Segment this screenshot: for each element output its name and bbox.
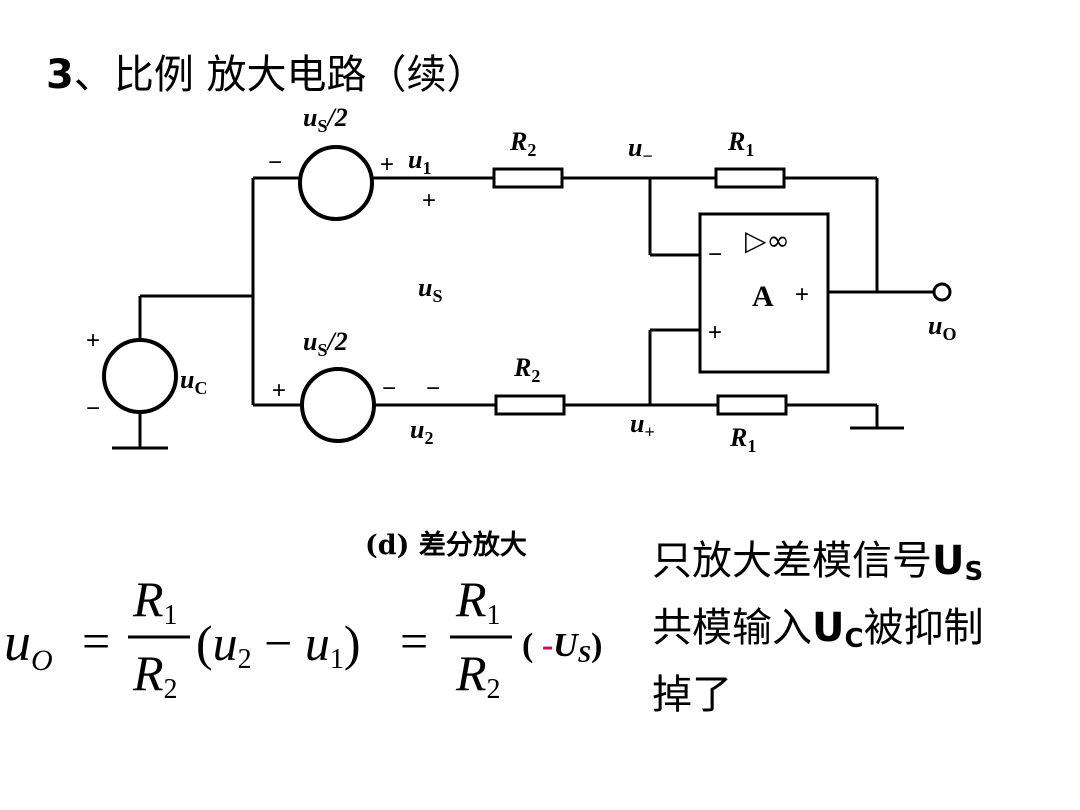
formula-frac2-num: R1 <box>455 571 501 631</box>
formula-frac1-den: R2 <box>132 645 178 705</box>
page-title: 3、比例 放大电路（续） <box>46 42 487 100</box>
formula-lhs: uO <box>4 612 53 677</box>
sign-opamp-minus: − <box>708 241 722 268</box>
sign-bottom-left-plus: + <box>272 377 286 404</box>
resistor-r2-top <box>492 167 564 189</box>
uplus-label: u+ <box>630 409 655 442</box>
formula-eq1: = <box>82 613 110 669</box>
source-bottom-label: uS/2 <box>303 327 348 360</box>
opamp-gain: ▷∞ <box>745 224 790 257</box>
source-top-label: uS/2 <box>303 103 348 136</box>
figure-caption: (d) 差分放大 <box>365 530 527 561</box>
sign-vc-minus: − <box>86 395 100 422</box>
resistor-r2-bottom <box>494 394 566 416</box>
note-line2: 共模输入UC被抑制 <box>652 605 984 654</box>
output-terminal <box>932 282 952 302</box>
sign-vc-plus: + <box>86 327 100 354</box>
sign-bottom-right-minus1: − <box>382 375 396 402</box>
formula-frac2-den: R2 <box>455 645 501 705</box>
sign-opamp-out-plus: + <box>795 281 809 308</box>
opamp-name: A <box>752 280 774 313</box>
r2-bottom-label: R2 <box>513 353 540 386</box>
r1-bottom-label: R1 <box>729 423 756 456</box>
resistor-r1-bottom <box>716 394 788 416</box>
source-bottom <box>300 367 376 443</box>
sign-opamp-plus: + <box>708 319 722 346</box>
sign-top-left-minus: − <box>268 149 282 176</box>
formula-eq2: = <box>400 613 428 669</box>
formula-paren: (u2 − u1) <box>196 615 361 675</box>
uo-label: uO <box>928 311 956 344</box>
formula-rhs: ( -US) <box>522 627 602 668</box>
note-line1: 只放大差模信号US <box>652 538 984 587</box>
sign-u1-plus: + <box>422 187 436 214</box>
sign-top-right-plus: + <box>380 151 394 178</box>
us-label: uS <box>418 273 442 306</box>
title-number: 3 <box>46 52 74 98</box>
formula-frac1-num: R1 <box>132 571 178 631</box>
title-text: 、比例 放大电路（续） <box>73 52 487 98</box>
u2-label: u2 <box>410 415 433 448</box>
u1-label: u1 <box>408 145 431 178</box>
resistor-r1-top <box>714 167 786 189</box>
formula: uO = R1 R2 (u2 − u1) = R1 R2 ( -US) <box>4 571 602 705</box>
sign-bottom-right-minus2: − <box>426 375 440 402</box>
vc-label: uC <box>180 365 207 398</box>
circuit-wires <box>112 176 934 450</box>
source-common <box>102 338 178 414</box>
explanation-note: 只放大差模信号US 共模输入UC被抑制 掉了 <box>652 533 984 723</box>
uminus-label: u− <box>628 133 653 166</box>
r2-top-label: R2 <box>509 127 536 160</box>
circuit-diagram: uS/2 uS/2 uC uS u1 u2 u− u+ R2 R1 R2 R1 … <box>86 103 956 456</box>
note-line3: 掉了 <box>652 672 732 718</box>
r1-top-label: R1 <box>727 127 754 160</box>
source-top <box>298 145 374 221</box>
opamp-box <box>698 212 830 374</box>
